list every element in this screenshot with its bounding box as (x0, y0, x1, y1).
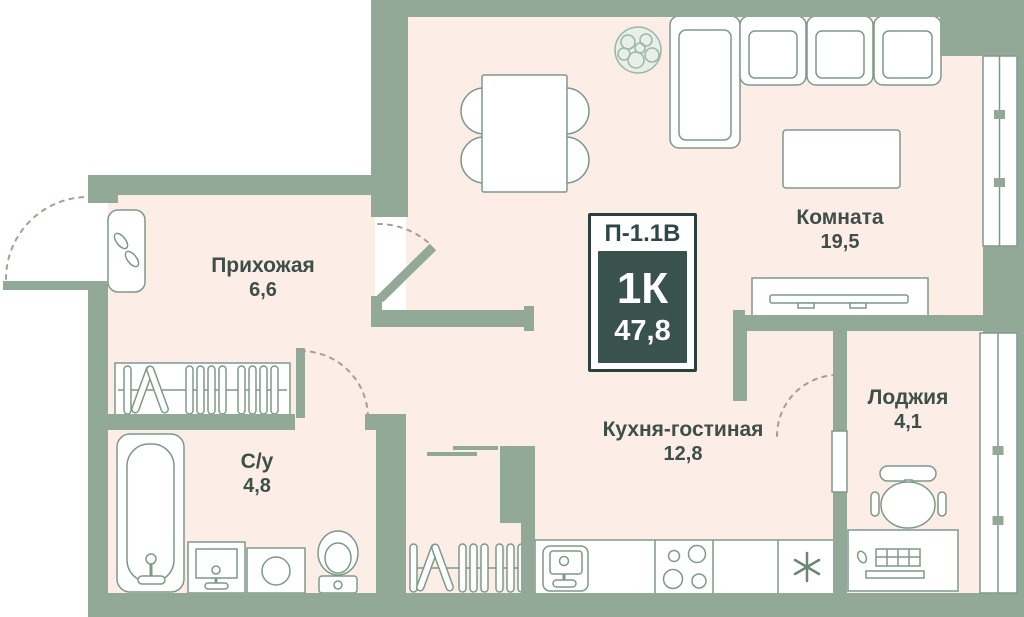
office-chair (870, 465, 947, 529)
bottom-wall (88, 593, 1024, 617)
loggia-glazing (979, 332, 1018, 594)
stove (662, 544, 707, 590)
top-right-wall-block (940, 0, 1024, 56)
dining-chair (565, 87, 590, 135)
mouse-icon (856, 550, 868, 564)
entrance-door-leaf (3, 281, 88, 290)
doors (5, 196, 848, 493)
corner-sofa (669, 15, 942, 149)
room-area: 6,6 (249, 279, 277, 301)
desk (847, 529, 959, 592)
entrance-door-arc (5, 196, 89, 280)
bathtub (116, 433, 185, 593)
left-wall (88, 281, 108, 595)
room-name: Кухня-гостиная (602, 418, 764, 441)
bathroom-door-arc (300, 350, 369, 418)
living-left-wall (371, 0, 408, 217)
room-area: 19,5 (820, 231, 860, 253)
apartment-badge: П-1.1В 1К 47,8 (588, 213, 697, 372)
hallway-top-wall (88, 175, 375, 195)
room-label-hallway: Прихожая 6,6 (211, 254, 315, 302)
room-name: Комната (796, 206, 884, 229)
apartment-total-area: 47,8 (614, 315, 671, 347)
room-name: Прихожая (211, 254, 315, 277)
top-wall (371, 0, 940, 17)
windows (979, 55, 1018, 594)
room-area: 12,8 (663, 443, 703, 465)
plant-icon (614, 26, 662, 74)
shoe-mat (107, 209, 146, 293)
room-label-room: Комната 19,5 (796, 206, 883, 254)
loggia-door-leaf (831, 430, 848, 493)
hallway-bottom-wall (108, 414, 295, 430)
room-label-kitchen: Кухня-гостиная 12,8 (603, 418, 764, 466)
room-name: Лоджия (867, 386, 949, 409)
kitchen-corridor-wall (733, 331, 747, 401)
loggia-left-wall (833, 491, 847, 595)
room-bottom-wall (733, 315, 983, 331)
dining-table (481, 74, 568, 193)
bathroom-door-leaf (296, 348, 305, 418)
right-mid-wall-block (983, 245, 1024, 335)
loggia-door-arc (776, 374, 839, 437)
hall-kitchen-door-leaf (376, 243, 437, 303)
room-label-bathroom: С/у 4,8 (241, 450, 274, 498)
bathroom-right-wall (376, 414, 406, 595)
dining-chair (565, 136, 590, 184)
room-window (982, 55, 1018, 247)
tv-stand (751, 277, 929, 319)
room-area: 4,8 (243, 475, 271, 497)
door-swing-arcs (5, 196, 839, 437)
room-name: С/у (240, 450, 274, 473)
room-label-loggia: Лоджия 4,1 (868, 386, 949, 434)
hall-kitchen-wall (371, 310, 534, 327)
coffee-table (782, 129, 901, 189)
toilet (317, 530, 359, 594)
hallway-wardrobe (114, 362, 291, 419)
fridge-asterisk-icon (793, 551, 821, 583)
washing-machine (246, 547, 306, 594)
kitchen-sink (542, 545, 589, 592)
loggia-left-wall (833, 331, 847, 431)
tv-icon (769, 294, 909, 304)
apartment-rooms-count: 1К (616, 264, 669, 313)
dining-chair (460, 136, 485, 184)
hall-kitchen-door-arc (377, 222, 433, 247)
apartment-code: П-1.1В (604, 220, 681, 247)
walls (3, 0, 1024, 617)
room-area: 4,1 (894, 411, 922, 433)
apartment-badge-panel: 1К 47,8 (598, 251, 687, 363)
closet-wall (500, 446, 535, 523)
closet-wall (521, 523, 535, 595)
dining-chair (460, 87, 485, 135)
washbasin (187, 541, 246, 594)
